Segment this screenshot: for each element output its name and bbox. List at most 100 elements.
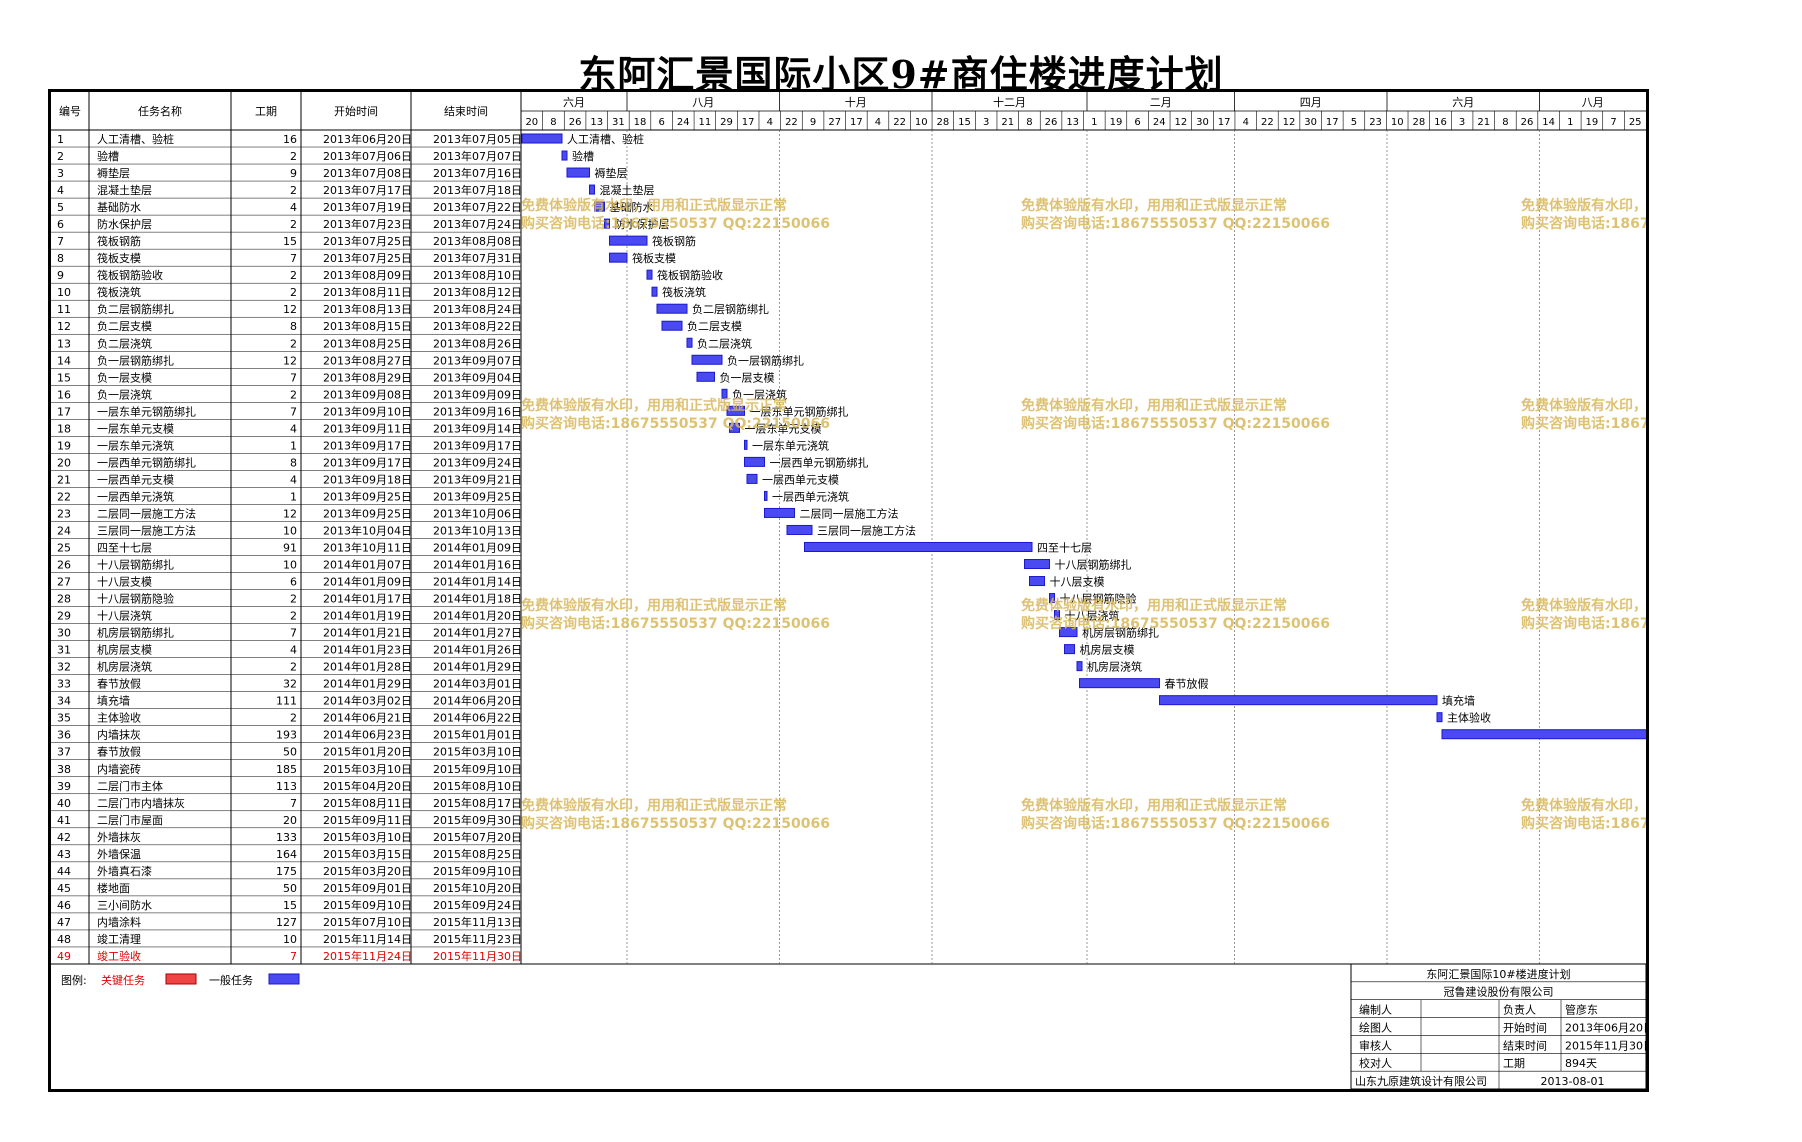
task-bar <box>1049 593 1055 604</box>
bar-label: 四至十七层 <box>1037 541 1092 555</box>
watermark-text: 购买咨询电话:18675550537 QQ:22150066 <box>1521 215 1646 232</box>
task-end: 2013年09月09日 <box>433 387 522 401</box>
task-end: 2014年06月22日 <box>433 711 522 725</box>
task-duration: 133 <box>276 831 297 844</box>
bar-label: 筏板浇筑 <box>662 285 706 299</box>
task-bar <box>1079 678 1160 689</box>
task-start: 2013年07月23日 <box>323 217 412 231</box>
watermark-text: 购买咨询电话:18675550537 QQ:22150066 <box>1021 415 1330 432</box>
task-id: 10 <box>57 286 71 299</box>
task-id: 5 <box>57 201 64 214</box>
task-duration: 7 <box>290 405 297 418</box>
task-end: 2013年09月21日 <box>433 472 522 486</box>
task-end: 2013年07月18日 <box>433 183 522 197</box>
task-start: 2014年06月21日 <box>323 711 412 725</box>
day-label: 17 <box>850 117 863 128</box>
task-name: 筏板钢筋验收 <box>97 268 163 282</box>
task-duration: 12 <box>283 303 297 316</box>
task-start: 2013年08月25日 <box>323 336 412 350</box>
day-label: 1 <box>1091 117 1097 128</box>
task-id: 33 <box>57 678 71 691</box>
month-label: 八月 <box>692 96 714 109</box>
task-start: 2013年07月08日 <box>323 166 412 180</box>
task-duration: 2 <box>290 712 297 725</box>
task-name: 一层东单元浇筑 <box>97 438 174 452</box>
column-header-end: 结束时间 <box>444 105 488 118</box>
task-end: 2015年11月30日 <box>433 949 522 963</box>
task-id: 16 <box>57 388 71 401</box>
task-end: 2013年09月25日 <box>433 489 522 503</box>
task-id: 8 <box>57 252 64 265</box>
legend-normal-label: 一般任务 <box>209 974 253 987</box>
day-label: 12 <box>1174 117 1187 128</box>
task-id: 7 <box>57 235 64 248</box>
task-id: 38 <box>57 763 71 776</box>
day-label: 17 <box>742 117 755 128</box>
day-label: 26 <box>569 117 582 128</box>
bar-label: 褥垫层 <box>595 166 628 180</box>
task-name: 筏板浇筑 <box>97 285 141 299</box>
bar-label: 筏板支模 <box>632 251 676 265</box>
task-name: 负一层支模 <box>97 370 152 384</box>
day-label: 22 <box>1261 117 1274 128</box>
bar-label: 负一层钢筋绑扎 <box>727 353 804 367</box>
task-bar <box>726 405 745 416</box>
task-end: 2015年09月30日 <box>433 813 522 827</box>
task-name: 内墙瓷砖 <box>97 762 141 776</box>
task-duration: 15 <box>283 235 297 248</box>
task-start: 2015年09月11日 <box>323 813 412 827</box>
day-label: 13 <box>1066 117 1079 128</box>
task-bar <box>744 439 748 450</box>
task-name: 楼地面 <box>97 881 130 895</box>
bar-label: 负二层钢筋绑扎 <box>692 302 769 316</box>
task-start: 2013年09月25日 <box>323 506 412 520</box>
task-end: 2013年07月24日 <box>433 217 522 231</box>
watermark-text: 购买咨询电话:18675550537 QQ:22150066 <box>521 215 830 232</box>
bar-label: 三层同一层施工方法 <box>817 523 916 537</box>
task-duration: 2 <box>290 337 297 350</box>
task-name: 十八层钢筋绑扎 <box>97 558 174 572</box>
watermark-text: 免费体验版有水印，用用和正式版显示正常 <box>1521 797 1646 814</box>
task-duration: 1 <box>290 439 297 452</box>
task-duration: 12 <box>283 507 297 520</box>
watermark-text: 购买咨询电话:18675550537 QQ:22150066 <box>1521 615 1646 632</box>
task-start: 2013年08月29日 <box>323 370 412 384</box>
task-id: 47 <box>57 916 71 929</box>
task-end: 2013年09月07日 <box>433 353 522 367</box>
day-label: 29 <box>720 117 733 128</box>
day-label: 21 <box>1001 117 1014 128</box>
task-name: 春节放假 <box>97 745 141 759</box>
task-name: 负二层浇筑 <box>97 336 152 350</box>
task-duration: 7 <box>290 627 297 640</box>
day-label: 9 <box>810 117 816 128</box>
task-start: 2013年08月27日 <box>323 353 412 367</box>
task-id: 46 <box>57 899 71 912</box>
task-bar <box>686 337 693 348</box>
task-end: 2013年08月26日 <box>433 336 522 350</box>
task-start: 2015年04月20日 <box>323 779 412 793</box>
task-duration: 4 <box>290 644 297 657</box>
bar-label: 十八层浇筑 <box>1065 609 1120 623</box>
task-start: 2013年09月18日 <box>323 472 412 486</box>
column-header-id: 编号 <box>59 104 81 118</box>
day-label: 3 <box>983 117 989 128</box>
day-label: 19 <box>1110 117 1123 128</box>
task-end: 2013年08月22日 <box>433 319 522 333</box>
task-bar <box>609 235 648 246</box>
task-name: 二层同一层施工方法 <box>97 506 196 520</box>
task-name: 内墙涂料 <box>97 915 141 929</box>
task-bar <box>651 286 658 297</box>
watermark-text: 购买咨询电话:18675550537 QQ:22150066 <box>1021 815 1330 832</box>
day-label: 22 <box>785 117 798 128</box>
task-end: 2015年08月17日 <box>433 796 522 810</box>
task-duration: 7 <box>290 950 297 963</box>
day-label: 22 <box>893 117 906 128</box>
task-start: 2013年09月11日 <box>323 421 412 435</box>
task-duration: 2 <box>290 218 297 231</box>
watermark-text: 购买咨询电话:18675550537 QQ:22150066 <box>521 415 830 432</box>
task-id: 36 <box>57 729 71 742</box>
task-end: 2014年01月29日 <box>433 660 522 674</box>
task-start: 2015年03月10日 <box>323 762 412 776</box>
chart-title: 东阿汇景国际小区9#商住楼进度计划 <box>578 52 1224 97</box>
